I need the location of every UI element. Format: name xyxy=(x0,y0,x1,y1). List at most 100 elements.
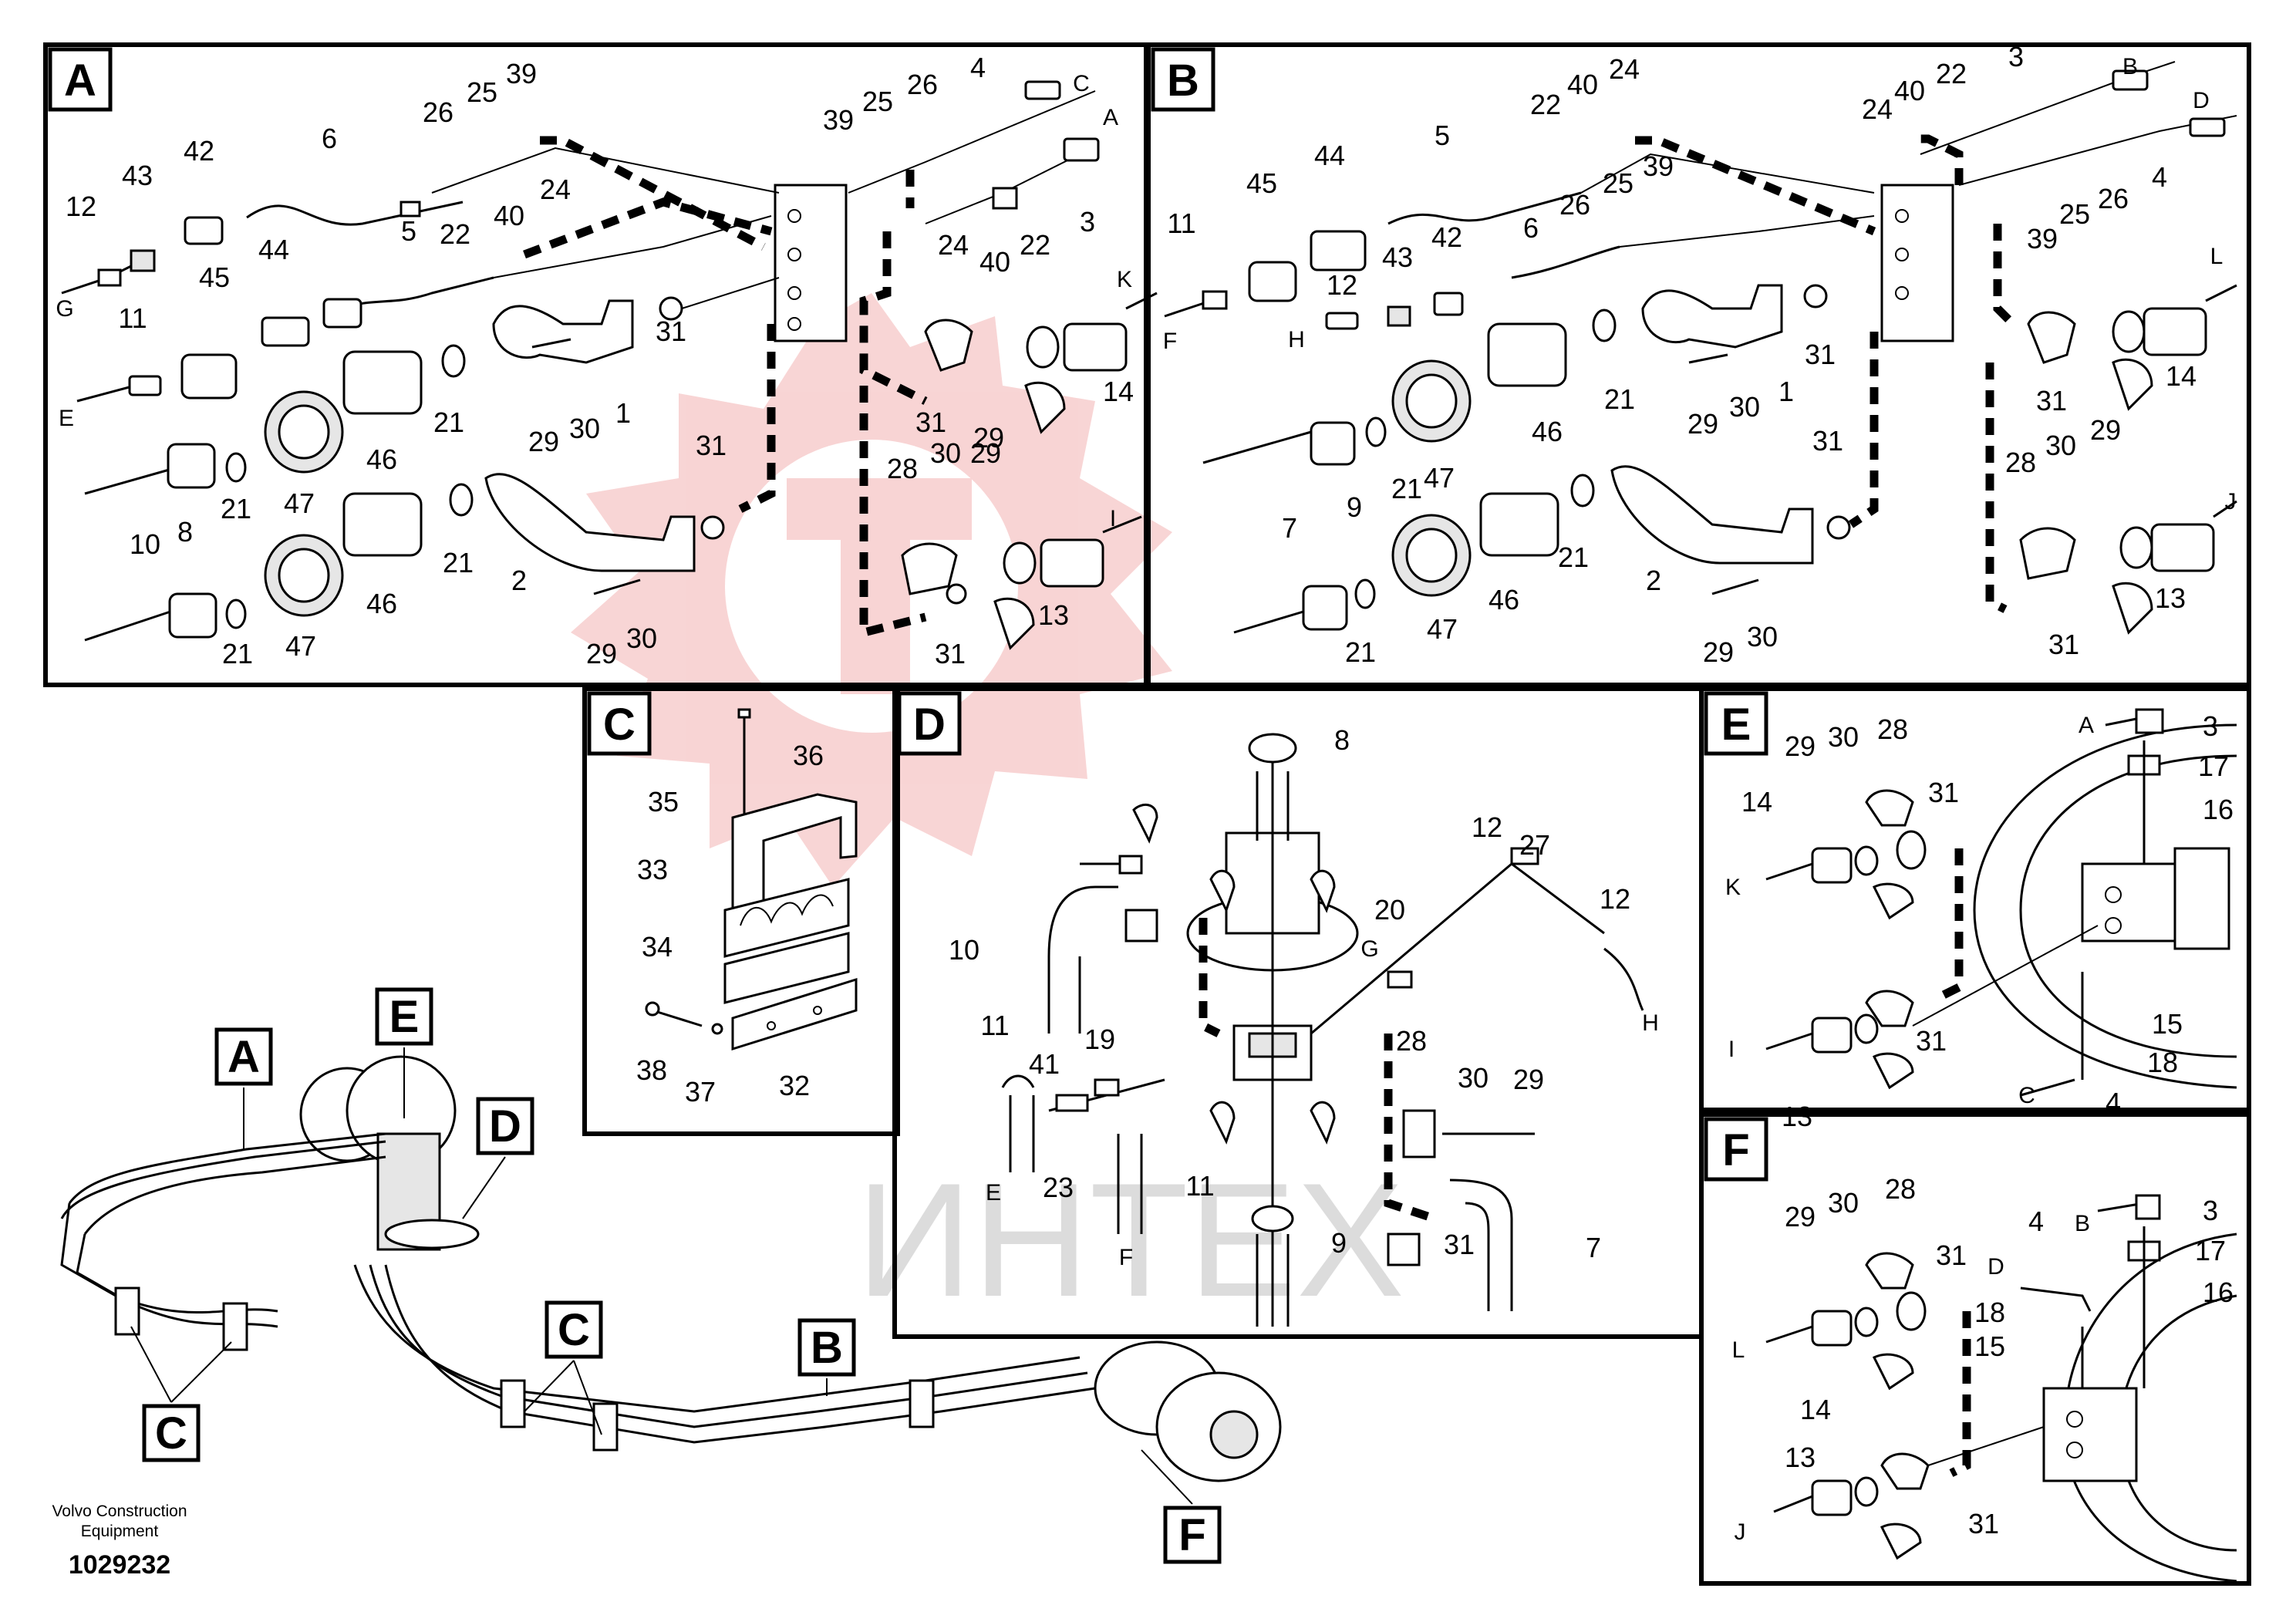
part-label: 15 xyxy=(2152,1008,2183,1040)
part-label: 13 xyxy=(1785,1442,1816,1473)
part-label: 31 xyxy=(2036,385,2067,416)
part-label: 27 xyxy=(1519,829,1550,861)
part-label: 26 xyxy=(2098,183,2129,214)
part-label: 31 xyxy=(696,430,727,461)
part-label: 4 xyxy=(2106,1087,2121,1118)
connection-letter: B xyxy=(2075,1211,2090,1236)
svg-text:F: F xyxy=(1178,1510,1205,1560)
part-label: 3 xyxy=(2008,41,2024,73)
part-label: 14 xyxy=(1800,1394,1831,1425)
part-label: 29 xyxy=(973,422,1004,454)
part-label: 45 xyxy=(1246,167,1277,199)
part-label: 8 xyxy=(1334,724,1350,756)
part-label: 10 xyxy=(130,528,160,560)
part-label: 14 xyxy=(2166,360,2197,392)
part-label: 7 xyxy=(1586,1232,1601,1263)
part-label: 28 xyxy=(1885,1173,1916,1205)
part-label: 45 xyxy=(199,261,230,293)
part-label: 26 xyxy=(423,96,453,128)
part-label: 29 xyxy=(2090,414,2121,446)
panel-c-frame xyxy=(582,686,900,1136)
panel-tag-f: F xyxy=(1704,1117,1768,1182)
part-label: 17 xyxy=(2198,750,2229,782)
part-label: 39 xyxy=(823,104,854,136)
svg-text:C: C xyxy=(155,1408,187,1458)
part-label: 11 xyxy=(1167,207,1195,239)
part-label: 22 xyxy=(440,218,470,250)
watermark-text: ИНТЕХ xyxy=(856,1149,1404,1330)
connection-letter: I xyxy=(1110,506,1116,531)
panel-f-drawing xyxy=(1765,1194,2237,1583)
panel-tag-e: E xyxy=(1704,691,1768,756)
part-label: 40 xyxy=(979,246,1010,278)
part-label: 30 xyxy=(1729,391,1760,423)
connection-letter: C xyxy=(1073,71,1090,96)
part-label: 21 xyxy=(221,493,251,524)
panel-e-frame xyxy=(1699,686,2251,1112)
part-label: 18 xyxy=(1974,1297,2005,1328)
overview-callout-c-left: C xyxy=(142,1404,201,1462)
part-label: 21 xyxy=(1558,541,1589,573)
connection-letter: E xyxy=(59,406,74,431)
part-label: 11 xyxy=(118,302,147,334)
part-label: 22 xyxy=(1936,58,1967,89)
part-label: 28 xyxy=(1877,713,1908,745)
part-label: 46 xyxy=(366,443,397,475)
part-label: 39 xyxy=(1643,150,1674,182)
part-label: 13 xyxy=(1038,599,1069,631)
connection-letter: K xyxy=(1117,267,1132,292)
part-label: 25 xyxy=(1603,167,1633,199)
part-label: 23 xyxy=(1043,1172,1074,1203)
part-label: 42 xyxy=(184,135,214,167)
part-label: 31 xyxy=(1444,1229,1475,1260)
part-label: 3 xyxy=(2203,710,2218,742)
svg-text:E: E xyxy=(389,992,420,1042)
part-label: 11 xyxy=(980,1010,1009,1041)
panel-b-frame xyxy=(1146,42,2251,687)
part-label: 47 xyxy=(285,630,316,662)
part-label: 46 xyxy=(1489,584,1519,615)
footer-company-line1: Volvo Construction xyxy=(52,1502,187,1520)
part-label: 20 xyxy=(1374,894,1405,926)
overview-callout-c-center: C xyxy=(544,1300,603,1359)
part-label: 47 xyxy=(284,487,315,519)
part-label: 44 xyxy=(258,234,289,265)
footer-company-line2: Equipment xyxy=(81,1523,159,1540)
part-label: 39 xyxy=(506,58,537,89)
part-label: 1 xyxy=(1778,376,1794,407)
watermark-logo xyxy=(571,293,1172,887)
part-label: 4 xyxy=(2028,1206,2044,1237)
svg-text:B: B xyxy=(811,1323,843,1373)
connection-letter: J xyxy=(2225,489,2237,514)
part-label: 29 xyxy=(1513,1064,1544,1095)
connection-letter: F xyxy=(1119,1245,1133,1270)
part-label: 17 xyxy=(2195,1235,2226,1266)
part-label: 2 xyxy=(1646,565,1661,596)
connection-letter: A xyxy=(1103,105,1118,130)
panel-tag-c: C xyxy=(587,691,652,756)
part-label: 47 xyxy=(1424,462,1455,494)
part-label: 2 xyxy=(511,565,527,596)
connection-letter: L xyxy=(1732,1337,1745,1363)
part-label: 31 xyxy=(1936,1239,1967,1271)
connection-letter: G xyxy=(1360,936,1378,962)
part-label: 30 xyxy=(1828,1187,1859,1219)
panel-a-drawing xyxy=(61,80,1158,650)
part-label: 22 xyxy=(1020,229,1050,261)
part-label: 6 xyxy=(322,123,337,154)
connection-letter: B xyxy=(2122,54,2138,79)
part-label: 6 xyxy=(1523,212,1539,244)
part-label: 12 xyxy=(1327,269,1357,301)
svg-text:A: A xyxy=(64,56,96,106)
svg-text:C: C xyxy=(603,700,636,750)
part-label: 29 xyxy=(1785,730,1816,762)
part-label: 42 xyxy=(1431,221,1462,253)
part-label: 12 xyxy=(1472,811,1502,843)
part-label: 24 xyxy=(938,229,969,261)
part-label: 12 xyxy=(1600,883,1630,915)
part-label: 1 xyxy=(615,397,631,429)
part-label: 33 xyxy=(637,854,668,885)
part-label: 34 xyxy=(642,931,673,963)
part-label: 31 xyxy=(1916,1025,1947,1057)
